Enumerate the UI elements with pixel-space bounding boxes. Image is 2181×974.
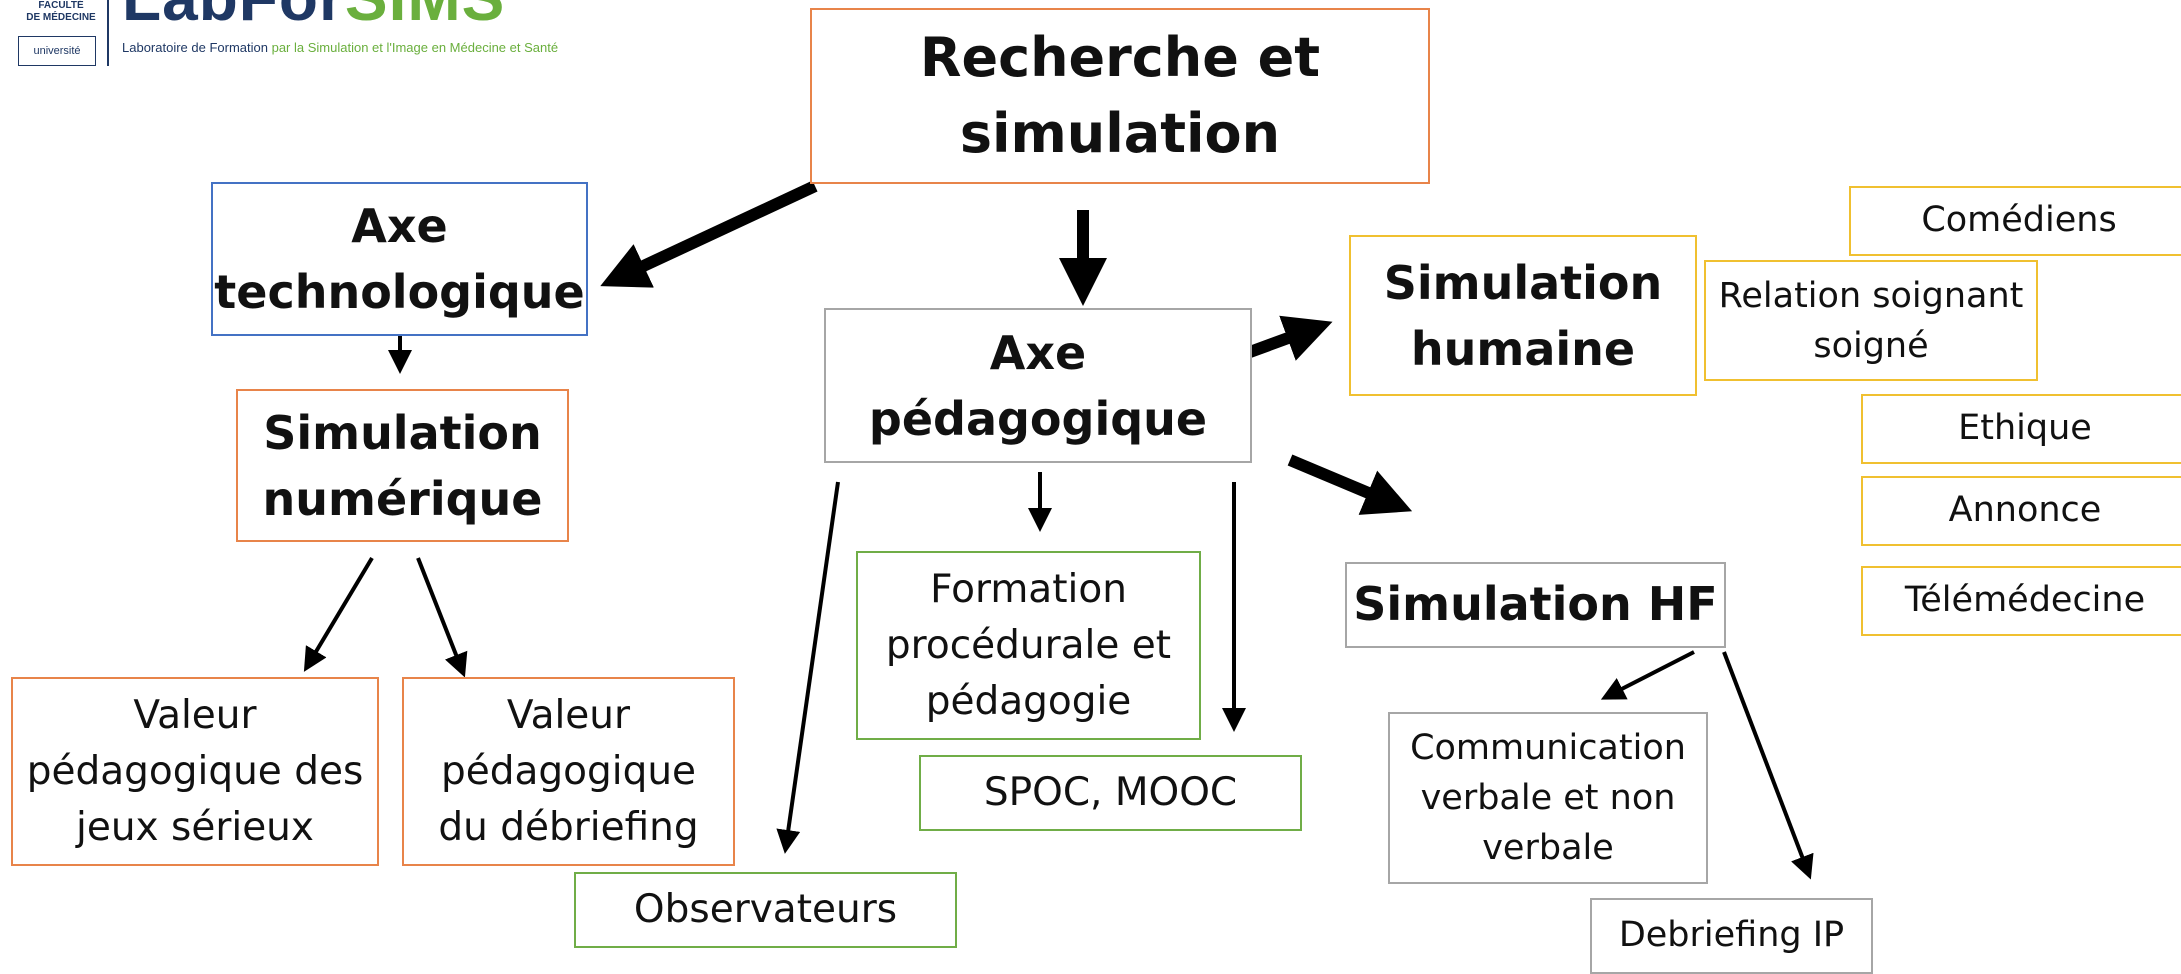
logo-tagline-a: Laboratoire de Formation [122,40,268,55]
node-simulation-numerique: Simulation numérique [236,389,569,542]
arrow-axe-peda-to-sim-humaine [1247,315,1333,361]
node-annonce: Annonce [1861,476,2181,546]
node-communication-verbale: Communication verbale et non verbale [1388,712,1708,884]
arrow-sim-num-to-jeux [303,556,374,672]
node-valeur-debriefing: Valeur pédagogique du débriefing [402,677,735,866]
faculty-label: FACULTÉ DE MÉDECINE [26,0,96,23]
node-ethique: Ethique [1861,394,2181,464]
node-valeur-jeux-serieux: Valeur pédagogique des jeux sérieux [11,677,379,866]
logo-lab-text: LabFor [122,0,345,34]
arrow-recherche-to-axe-techno [600,180,818,288]
logo-wordmark: LabForSIMS [122,0,505,30]
node-simulation-humaine: Simulation humaine [1349,235,1697,396]
node-axe-technologique: Axe technologique [211,182,588,336]
labforsims-logo: FACULTÉ DE MÉDECINE université LabForSIM… [0,0,640,75]
node-spoc-mooc: SPOC, MOOC [919,755,1302,831]
logo-sims-text: SIMS [345,0,505,34]
arrow-axe-peda-to-sim-hf [1287,454,1413,515]
university-label: université [18,36,96,66]
node-debriefing-ip: Debriefing IP [1590,898,1873,974]
node-telemedecine: Télémédecine [1861,566,2181,636]
arrow-axe-peda-to-observateurs [776,481,840,854]
node-relation-soignant-soigne: Relation soignant soigné [1704,260,2038,381]
node-axe-pedagogique: Axe pédagogique [824,308,1252,463]
logo-tagline-b: par la Simulation et l'Image en Médecine… [267,40,559,55]
logo-tagline: Laboratoire de Formation par la Simulati… [122,40,558,55]
node-formation-procedurale: Formation procédurale et pédagogie [856,551,1201,740]
arrow-sim-num-to-debrief [416,557,468,678]
node-simulation-hf: Simulation HF [1345,562,1726,648]
node-comediens: Comédiens [1849,186,2181,256]
node-recherche-et-simulation: Recherche et simulation [810,8,1430,184]
arrow-sim-hf-to-communication [1600,650,1695,700]
node-observateurs: Observateurs [574,872,957,948]
logo-separator [107,0,109,66]
arrow-sim-hf-to-debriefing-ip [1722,651,1814,880]
